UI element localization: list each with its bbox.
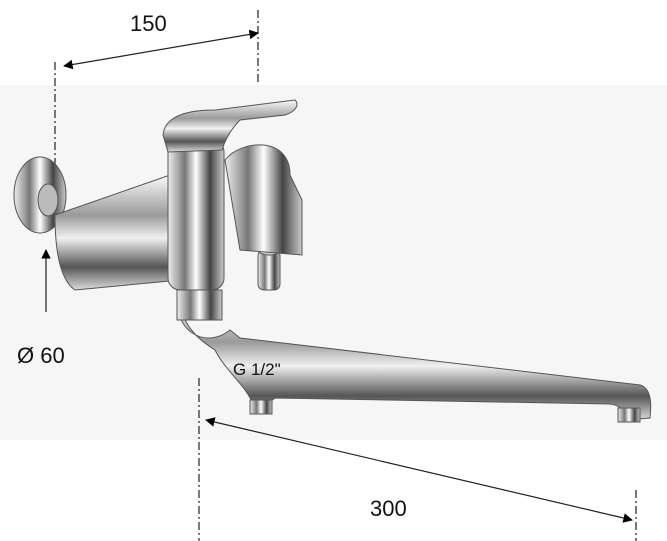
dimension-arrow-150 bbox=[63, 29, 259, 70]
mixer-arm bbox=[54, 174, 181, 291]
spout-tip bbox=[617, 407, 641, 423]
thread-size-label: G 1/2" bbox=[233, 360, 281, 379]
dimension-arrow-300 bbox=[205, 417, 633, 523]
dimension-label-150: 150 bbox=[130, 11, 167, 36]
diverter-knob bbox=[257, 249, 281, 291]
lever-handle bbox=[162, 99, 298, 153]
thread-outlet bbox=[249, 399, 273, 415]
dimension-lines bbox=[41, 10, 637, 541]
faucet-illustration bbox=[13, 99, 652, 423]
dimension-label-300: 300 bbox=[370, 496, 407, 521]
dimension-label-diameter: Ø 60 bbox=[17, 343, 65, 368]
spout-collar bbox=[176, 289, 223, 321]
mixer-body bbox=[167, 139, 225, 291]
mixer-side-cover bbox=[224, 144, 303, 256]
